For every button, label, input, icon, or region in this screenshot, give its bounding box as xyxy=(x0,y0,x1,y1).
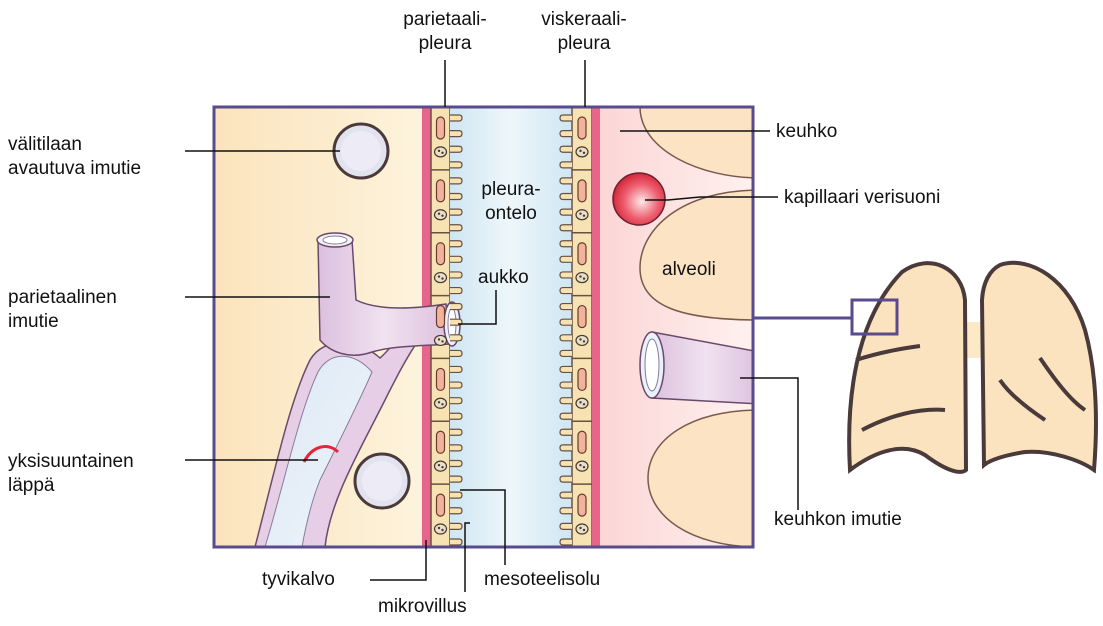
microvillus xyxy=(450,225,462,231)
microvillus xyxy=(450,146,462,152)
microvillus xyxy=(450,476,462,482)
microvillus xyxy=(560,241,572,247)
microvillus xyxy=(450,523,462,529)
microvillus xyxy=(560,146,572,152)
microvillus xyxy=(450,539,462,545)
microvillus xyxy=(560,115,572,121)
microvillus xyxy=(450,413,462,419)
label-opening: aukko xyxy=(478,266,529,290)
microvillus xyxy=(450,115,462,121)
microvillus xyxy=(560,413,572,419)
microvillus xyxy=(560,131,572,137)
lungs-outline xyxy=(849,263,1096,472)
microvillus xyxy=(560,508,572,514)
microvillus xyxy=(560,445,572,451)
microvillus xyxy=(560,398,572,404)
microvillus xyxy=(560,256,572,262)
label-basement-membrane: tyvikalvo xyxy=(262,568,335,592)
microvillus xyxy=(450,256,462,262)
microvillus xyxy=(450,304,462,310)
microvillus xyxy=(560,382,572,388)
microvillus xyxy=(560,429,572,435)
microvillus xyxy=(560,178,572,184)
microvillus xyxy=(450,350,462,356)
microvillus xyxy=(560,492,572,498)
microvillus xyxy=(450,241,462,247)
microvillus xyxy=(560,461,572,467)
label-pleural-cavity: pleura-ontelo xyxy=(470,178,552,226)
microvillus xyxy=(560,539,572,545)
microvillus xyxy=(450,508,462,514)
microvillus xyxy=(450,398,462,404)
visceral-basement-membrane xyxy=(592,107,600,547)
microvillus xyxy=(450,272,462,278)
microvillus xyxy=(450,131,462,137)
left-lung xyxy=(849,263,966,472)
label-parietal-pleura: parietaali-pleura xyxy=(392,8,498,56)
microvillus xyxy=(450,492,462,498)
label-visceral-pleura: viskeraali-pleura xyxy=(528,8,640,56)
microvillus xyxy=(560,304,572,310)
microvillus xyxy=(560,193,572,199)
microvillus xyxy=(450,162,462,168)
label-microvillus: mikrovillus xyxy=(378,595,467,619)
microvillus xyxy=(450,366,462,372)
pleural-cavity-space xyxy=(450,107,572,547)
microvillus xyxy=(560,350,572,356)
microvillus xyxy=(560,162,572,168)
microvillus xyxy=(450,335,462,341)
microvillus xyxy=(450,178,462,184)
label-lung-lymph: keuhkon imutie xyxy=(774,508,902,532)
label-capillary: kapillaari verisuoni xyxy=(784,186,940,210)
label-alveolus: alveoli xyxy=(662,258,716,282)
microvillus xyxy=(450,209,462,215)
microvillus xyxy=(450,382,462,388)
microvillus xyxy=(450,288,462,294)
microvillus xyxy=(450,193,462,199)
microvillus xyxy=(560,523,572,529)
right-lung xyxy=(982,263,1096,470)
microvillus xyxy=(450,461,462,467)
capillary-vessel xyxy=(613,173,665,225)
microvillus xyxy=(560,225,572,231)
microvillus xyxy=(560,272,572,278)
microvillus xyxy=(560,335,572,341)
microvillus xyxy=(560,319,572,325)
microvillus xyxy=(560,209,572,215)
microvillus xyxy=(450,429,462,435)
label-mesothelial-cell: mesoteelisolu xyxy=(484,568,600,592)
label-lung: keuhko xyxy=(776,120,837,144)
microvillus xyxy=(450,445,462,451)
microvillus xyxy=(560,288,572,294)
microvillus xyxy=(560,366,572,372)
microvillus xyxy=(560,476,572,482)
